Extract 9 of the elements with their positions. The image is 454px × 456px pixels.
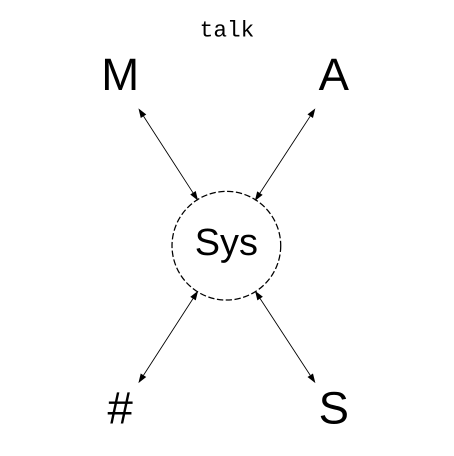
node-text: M [101,48,140,100]
node-text: S [318,382,349,434]
node-text: # [108,382,133,434]
arrow [138,290,198,384]
arrow [138,108,198,201]
diagram-title: talk [200,17,254,44]
arrow [254,108,316,201]
node-text: A [318,48,349,100]
arrow [255,290,316,384]
